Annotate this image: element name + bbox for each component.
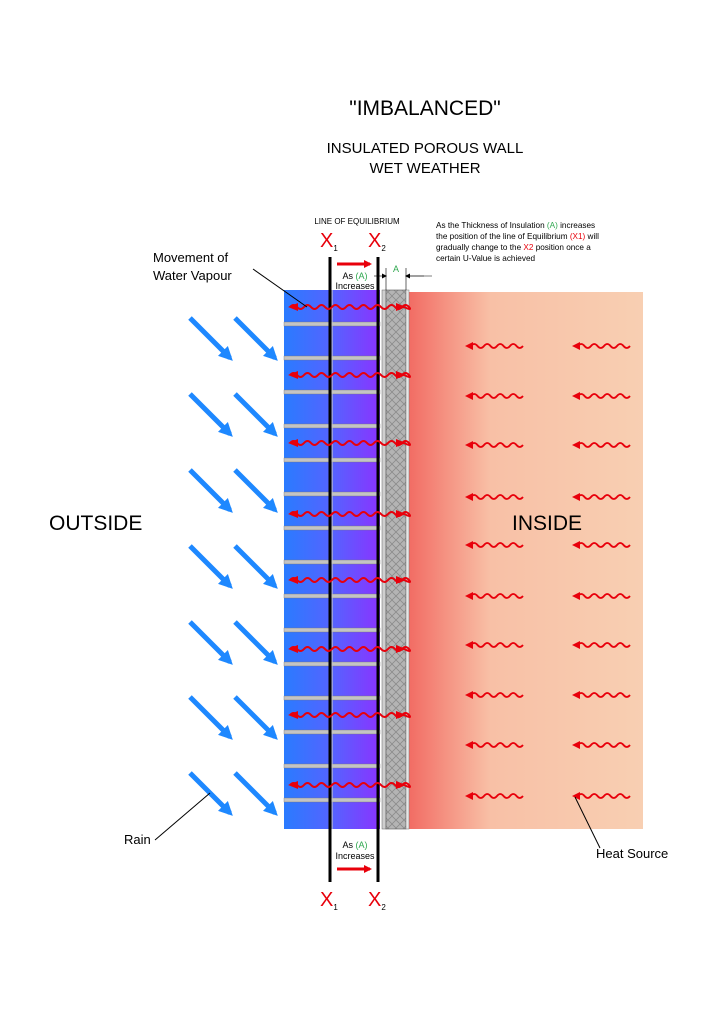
heat-wave <box>470 793 524 799</box>
rain-arrow <box>233 771 278 816</box>
heat-wave <box>577 442 631 448</box>
movement-leader <box>252 268 308 308</box>
insulation-hatch <box>385 289 407 830</box>
movement-label-1: Movement of <box>153 250 229 265</box>
heat-wave <box>470 494 524 500</box>
rain-arrows <box>188 316 278 816</box>
heat-wave <box>470 343 524 349</box>
inside-label: INSIDE <box>512 512 582 535</box>
heat-source-leader <box>574 796 601 849</box>
vapour-wave <box>289 712 411 718</box>
rain-arrow <box>188 620 233 665</box>
brick-wall <box>283 290 381 829</box>
rain-arrow <box>233 392 278 437</box>
heat-wave <box>577 343 631 349</box>
vapour-wave <box>289 646 411 652</box>
vapour-wave <box>289 304 411 310</box>
rain-arrow <box>233 695 278 740</box>
vapour-wave <box>289 372 411 378</box>
insulation-layer <box>381 289 387 830</box>
bottom-as-a-label: As (A) <box>342 840 367 850</box>
rain-arrow <box>233 316 278 361</box>
heat-wave <box>577 494 631 500</box>
vapour-wave <box>289 440 411 446</box>
rain-arrow <box>233 544 278 589</box>
rain-label: Rain <box>124 832 151 847</box>
heat-source-label: Heat Source <box>596 846 668 861</box>
svg-text:certain U-Value is achieved: certain U-Value is achieved <box>436 254 536 263</box>
line-of-equilibrium-label: LINE OF EQUILIBRIUM <box>314 217 400 226</box>
rain-arrow <box>188 695 233 740</box>
heat-wave <box>577 542 631 548</box>
heat-waves <box>465 342 631 800</box>
rain-arrow <box>188 468 233 513</box>
heat-wave <box>470 593 524 599</box>
svg-text:gradually change to the X2 pos: gradually change to the X2 position once… <box>436 243 591 252</box>
heat-wave <box>470 542 524 548</box>
rain-arrow <box>233 468 278 513</box>
diagram-subtitle-1: INSULATED POROUS WALL <box>327 140 524 157</box>
top-as-a-label: As (A) <box>342 271 367 281</box>
vapour-wave <box>289 782 411 788</box>
heat-wave <box>470 692 524 698</box>
x2-top-label: X2 <box>368 230 386 253</box>
rain-leader <box>154 792 211 841</box>
vapour-wave <box>289 577 411 583</box>
heat-wave <box>577 642 631 648</box>
rain-arrow <box>188 544 233 589</box>
plaster-layer <box>405 289 410 830</box>
rain-arrow <box>188 392 233 437</box>
heat-wave <box>577 793 631 799</box>
heat-wave <box>577 393 631 399</box>
heat-wave <box>470 393 524 399</box>
inside-zone <box>408 292 643 829</box>
x1-bottom-label: X1 <box>320 889 338 912</box>
vapour-waves <box>288 303 411 789</box>
diagram-subtitle-2: WET WEATHER <box>369 160 480 177</box>
heat-wave <box>577 692 631 698</box>
heat-wave <box>470 742 524 748</box>
rain-arrow <box>188 316 233 361</box>
heat-wave <box>577 742 631 748</box>
x2-bottom-label: X2 <box>368 889 386 912</box>
svg-text:the position of the line of Eq: the position of the line of Equilibrium … <box>436 232 599 241</box>
vapour-wave <box>289 511 411 517</box>
heat-wave <box>470 642 524 648</box>
rain-arrow <box>233 620 278 665</box>
outside-label: OUTSIDE <box>49 512 142 535</box>
dimension-a <box>374 268 432 290</box>
heat-wave <box>470 442 524 448</box>
svg-text:As the Thickness of Insulation: As the Thickness of Insulation (A) incre… <box>436 221 595 230</box>
bottom-increases-label: Increases <box>335 851 375 861</box>
top-increases-label: Increases <box>335 281 375 291</box>
x1-top-label: X1 <box>320 230 338 253</box>
equilibrium-note: As the Thickness of Insulation (A) incre… <box>436 221 599 263</box>
dimension-a-label: A <box>393 264 399 274</box>
movement-label-2: Water Vapour <box>153 268 232 283</box>
diagram-title: "IMBALANCED" <box>349 97 500 120</box>
heat-wave <box>577 593 631 599</box>
